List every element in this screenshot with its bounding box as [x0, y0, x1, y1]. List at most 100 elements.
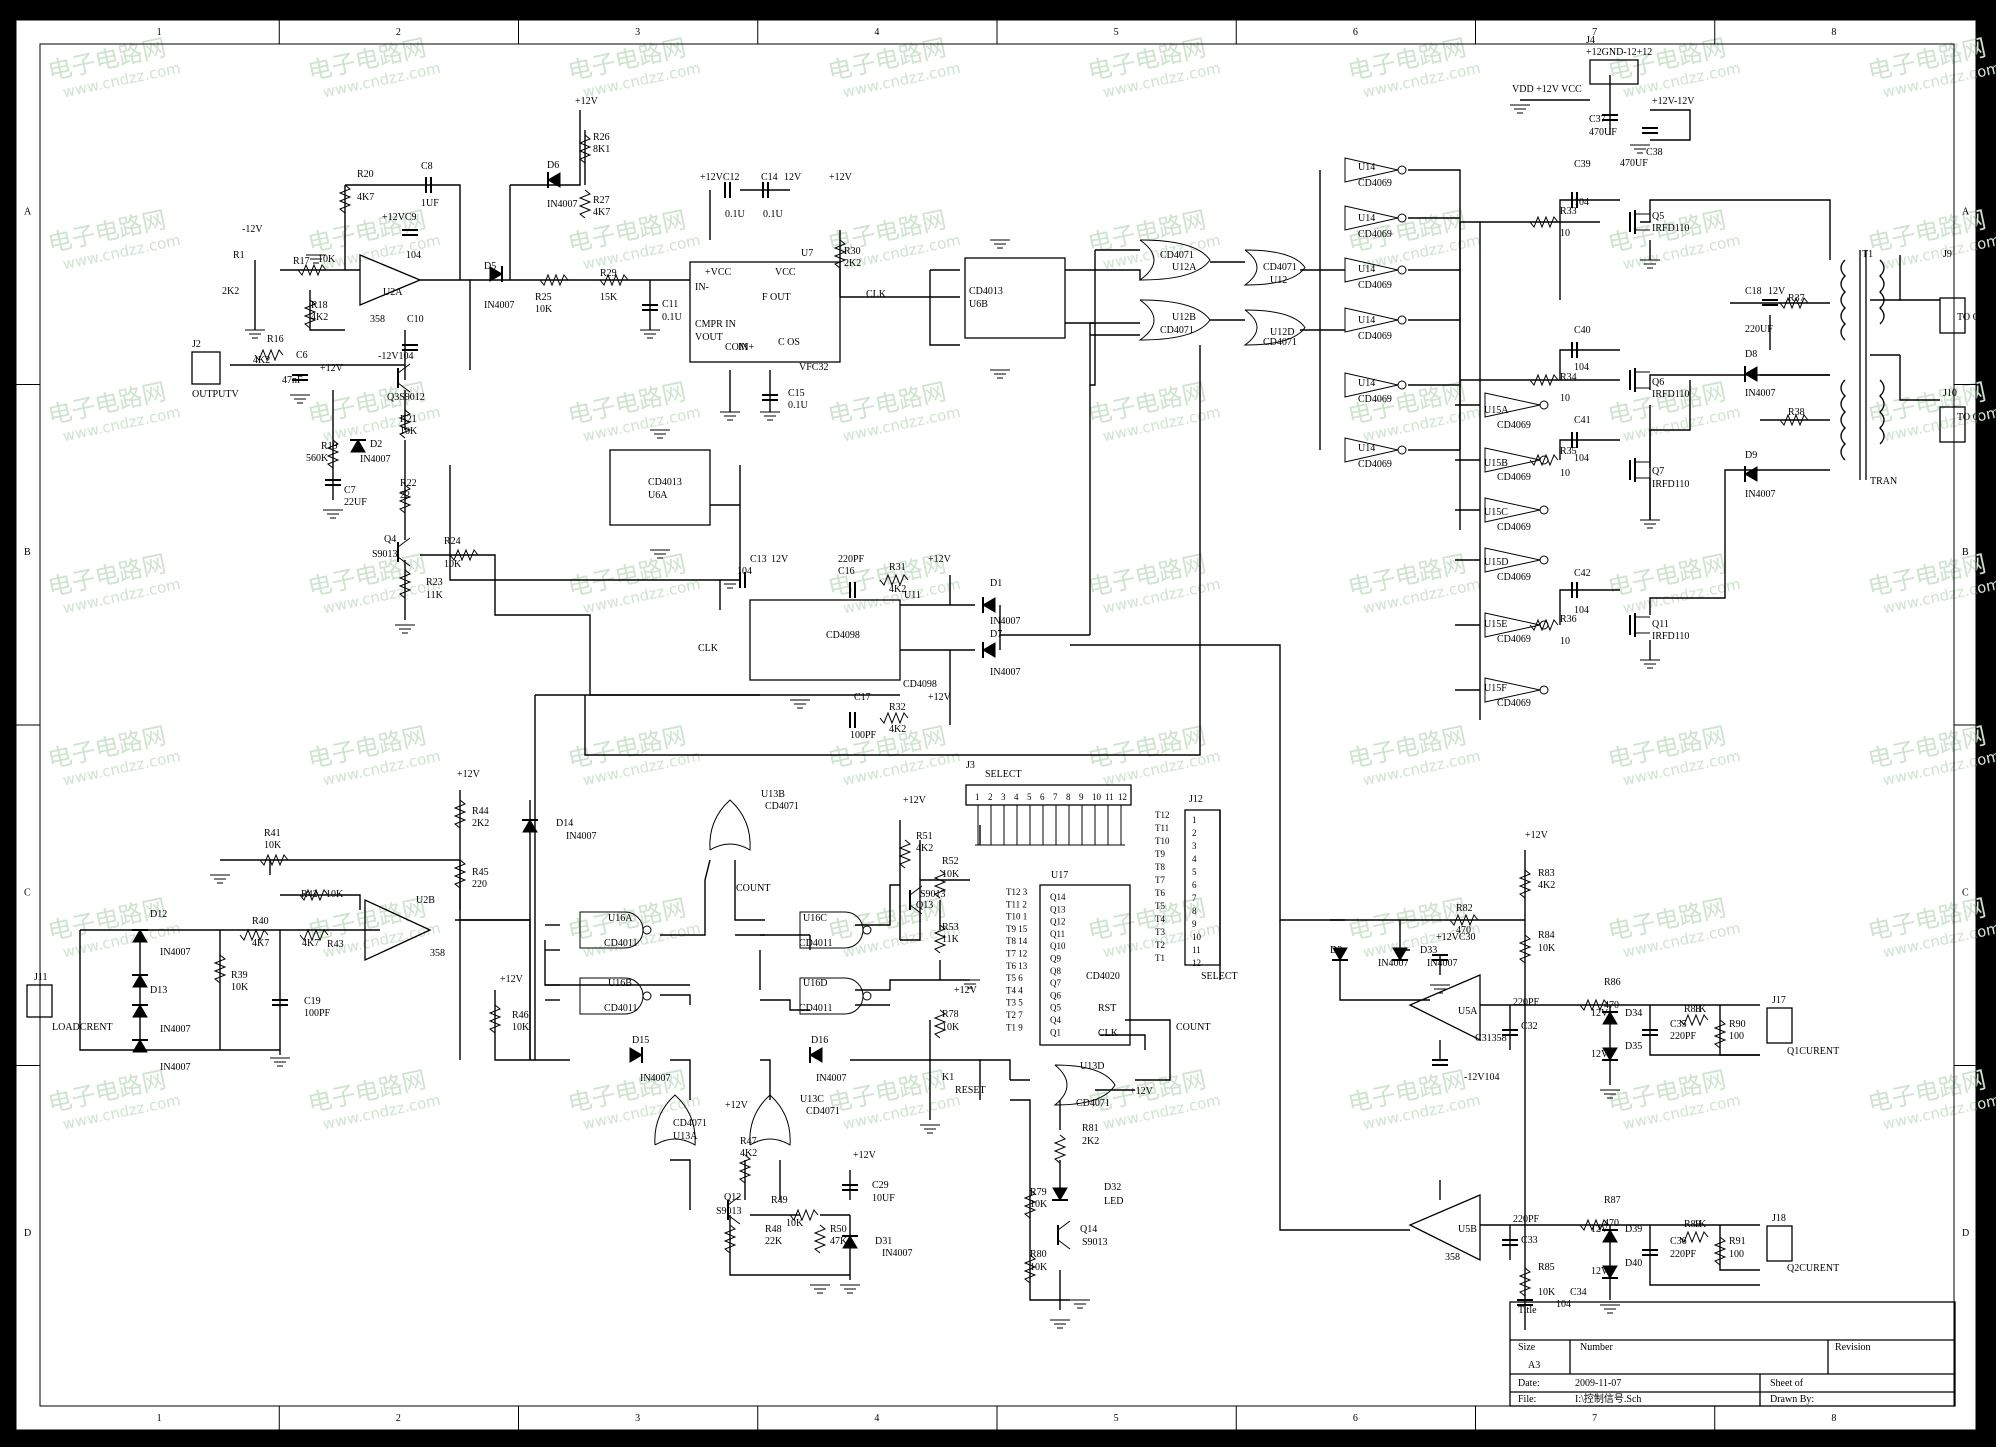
j12-pin-label: T3: [1155, 927, 1165, 937]
component-label: R16: [267, 334, 284, 345]
j12-pin-label: T10: [1155, 836, 1170, 846]
ground-symbol: [650, 429, 670, 439]
or-gate-u13c: [749, 1094, 791, 1146]
component-label: U12: [1270, 275, 1287, 286]
date-label: Date:: [1518, 1378, 1540, 1389]
component-label: CLK: [698, 643, 719, 654]
diode-d13: [132, 974, 148, 988]
revision-label: Revision: [1835, 1342, 1871, 1353]
component-label: 2K2: [844, 258, 861, 269]
nand-gate-u16b: [579, 977, 644, 1015]
capacitor-c29: [842, 1184, 858, 1191]
capacitor-c11: [642, 304, 658, 311]
nand-bubble: [642, 991, 652, 1001]
component-label: 0.1U: [763, 209, 784, 220]
component-label: U14: [1358, 264, 1375, 275]
mosfet-q11: [1629, 613, 1650, 637]
capacitor-c18: [1762, 299, 1778, 306]
resistor-r85: [1518, 1267, 1532, 1297]
j12-pin-label: T6: [1155, 888, 1165, 898]
component-label: U17: [1051, 870, 1068, 881]
j12-pin-label: T7: [1155, 875, 1165, 885]
component-label: Q3S9012: [387, 392, 425, 403]
component-label: 4K2: [253, 355, 270, 366]
component-label: U15F: [1484, 683, 1507, 694]
u7-pin-label: C OS: [778, 337, 800, 348]
component-label: U14: [1358, 162, 1375, 173]
component-label: 470UF: [1620, 158, 1648, 169]
resistor-r33: [1529, 215, 1559, 229]
ground-symbol: [245, 329, 265, 339]
or-gate-u12c: [1243, 249, 1306, 286]
component-label: LOADCRENT: [52, 1022, 113, 1033]
capacitor-c37: [1602, 114, 1618, 121]
component-label: 12V: [1768, 286, 1786, 297]
component-label: 12V: [784, 172, 802, 183]
diode-d12: [132, 929, 148, 943]
u7-pin-label: VCC: [775, 267, 796, 278]
border-col-bottom-7: 7: [1592, 1413, 1597, 1424]
component-label: -12V104: [378, 351, 414, 362]
component-label: 358: [370, 314, 385, 325]
component-label: 10: [1560, 228, 1570, 239]
capacitor-c8: [425, 177, 432, 193]
component-label: C32: [1521, 1021, 1538, 1032]
resistor-r52: [933, 869, 947, 899]
component-label: +12GND-12+12: [1586, 47, 1652, 58]
component-label: R19: [321, 441, 338, 452]
ground-symbol: [1640, 259, 1660, 269]
border-col-top-1: 1: [157, 27, 162, 38]
border-col-bottom-5: 5: [1114, 1413, 1119, 1424]
component-label: 10K: [231, 982, 249, 993]
inverter-gate: [1484, 677, 1541, 703]
ground-symbol: [1510, 104, 1530, 114]
component-label: C7: [344, 485, 356, 496]
j12-pin-number: 3: [1192, 841, 1197, 851]
transistor-q4: [397, 537, 411, 567]
title-block-text: Title Size A3 Number Revision Date: 2009…: [1518, 1305, 1871, 1405]
resistor-r22: [398, 484, 412, 514]
component-label: IN4007: [990, 667, 1021, 678]
component-label: 12V: [1591, 1049, 1609, 1060]
ground-symbol: [790, 699, 810, 709]
j12-pin-number: 8: [1192, 906, 1197, 916]
transistor-q12: [727, 1195, 741, 1225]
inverter-bubble: [1397, 213, 1407, 223]
component-label: COUNT: [1176, 1022, 1210, 1033]
resistor-r38: [1779, 413, 1809, 427]
component-label: R24: [444, 536, 461, 547]
resistor-r26: [578, 134, 592, 164]
component-label: IRFD110: [1652, 479, 1689, 490]
component-label: R85: [1538, 1262, 1555, 1273]
capacitor-c12: [724, 182, 731, 198]
component-label: C13: [750, 554, 767, 565]
component-label: IN4007: [882, 1248, 913, 1259]
component-label: D2: [370, 439, 382, 450]
component-label: CD4069: [1497, 572, 1531, 583]
diode-d31: [842, 1235, 858, 1249]
capacitor-c16: [849, 582, 856, 598]
or-gate-u12b: [1138, 299, 1211, 341]
ground-symbol: [323, 509, 343, 519]
diode-d3: [1332, 947, 1348, 961]
component-label: +12VC12: [700, 172, 740, 183]
resistor-r80: [1023, 1254, 1037, 1284]
component-label: D16: [811, 1035, 828, 1046]
resistor-r83: [1518, 869, 1532, 899]
component-label: R41: [264, 828, 281, 839]
diode-d33: [1392, 947, 1408, 961]
component-label: C40: [1574, 325, 1591, 336]
component-label: C41: [1574, 415, 1591, 426]
component-label: 11K: [942, 934, 960, 945]
component-label: CD4011: [604, 1003, 638, 1014]
component-label: S9013: [716, 1206, 742, 1217]
border-col-top-4: 4: [874, 27, 879, 38]
